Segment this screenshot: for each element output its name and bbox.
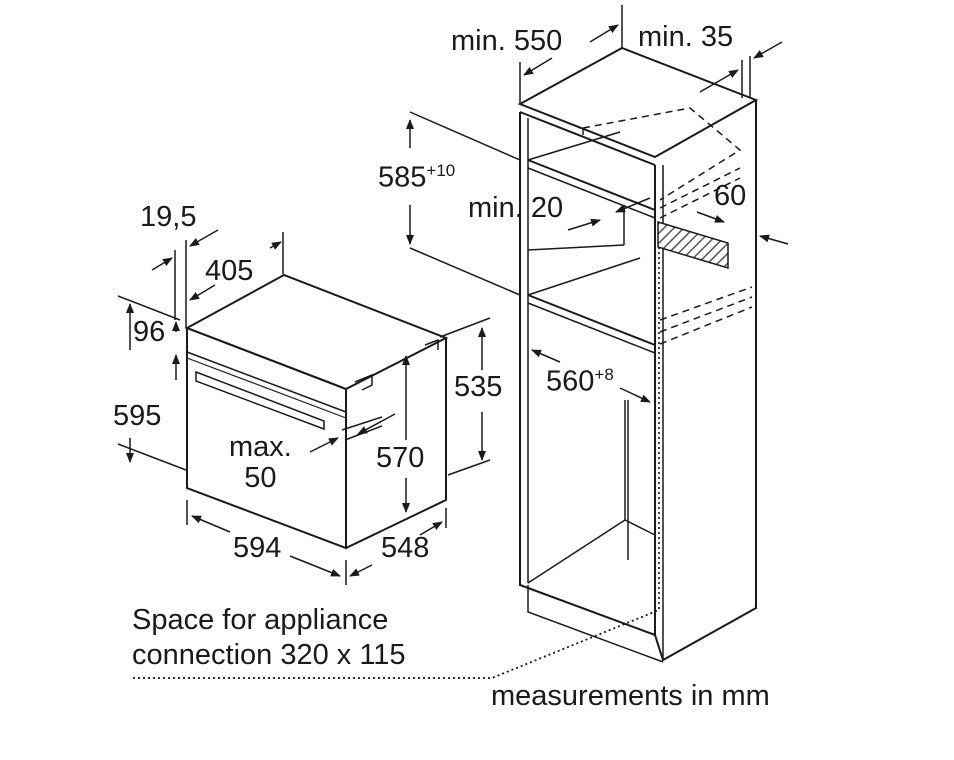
upper-shelf-back [527, 131, 621, 161]
label-560-value: 560 [546, 365, 595, 398]
label-535: 535 [454, 371, 503, 403]
label-min-20: min. 20 [468, 192, 564, 224]
oven-mounting-tab [354, 373, 373, 391]
label-min-550: min. 550 [451, 25, 563, 57]
tall-cabinet [517, 46, 759, 663]
label-60: 60 [714, 180, 747, 212]
label-585: 585+10 [378, 162, 455, 193]
oven [184, 273, 449, 550]
label-585-value: 585 [378, 161, 427, 194]
label-585-tolerance: +10 [426, 161, 456, 180]
label-19-5: 19,5 [140, 201, 197, 233]
oven-door-handle [195, 370, 325, 431]
cabinet-hidden-lines [582, 107, 753, 345]
cabinet-right-side [654, 100, 757, 662]
label-560-tolerance: +8 [594, 365, 614, 384]
label-548: 548 [381, 532, 430, 564]
dimension-lines [117, 5, 789, 585]
oven-back-notch [424, 338, 439, 350]
label-560: 560+8 [546, 366, 614, 397]
oven-top [184, 273, 449, 391]
inner-back-edge [527, 244, 625, 251]
label-405: 405 [205, 255, 254, 287]
label-max-50: max. 50 [229, 431, 292, 495]
label-96: 96 [133, 316, 166, 348]
label-595: 595 [113, 400, 162, 432]
label-570: 570 [376, 442, 425, 474]
bottom-back-right [624, 519, 656, 536]
upper-shelf-low [527, 167, 656, 219]
units-note: measurements in mm [491, 680, 770, 712]
oven-control-panel-line [186, 351, 347, 413]
ventilation-grille [657, 220, 729, 270]
oven-control-panel-line-2 [186, 357, 347, 419]
appliance-connection-note: Space for appliance connection 320 x 115 [132, 604, 406, 672]
mid-shelf-back [527, 257, 641, 296]
oven-right-side [345, 338, 447, 549]
mid-shelf-front [527, 294, 656, 346]
cabinet-top [517, 46, 759, 159]
label-594: 594 [233, 532, 282, 564]
cabinet-plinth [527, 585, 664, 663]
bottom-shelf-back [527, 519, 626, 584]
mid-shelf-low [527, 302, 656, 354]
label-min-35: min. 35 [638, 21, 734, 53]
cabinet-front-outline [519, 112, 656, 637]
cabinet-top-front-edge [519, 111, 656, 166]
upper-shelf-front [527, 159, 656, 211]
